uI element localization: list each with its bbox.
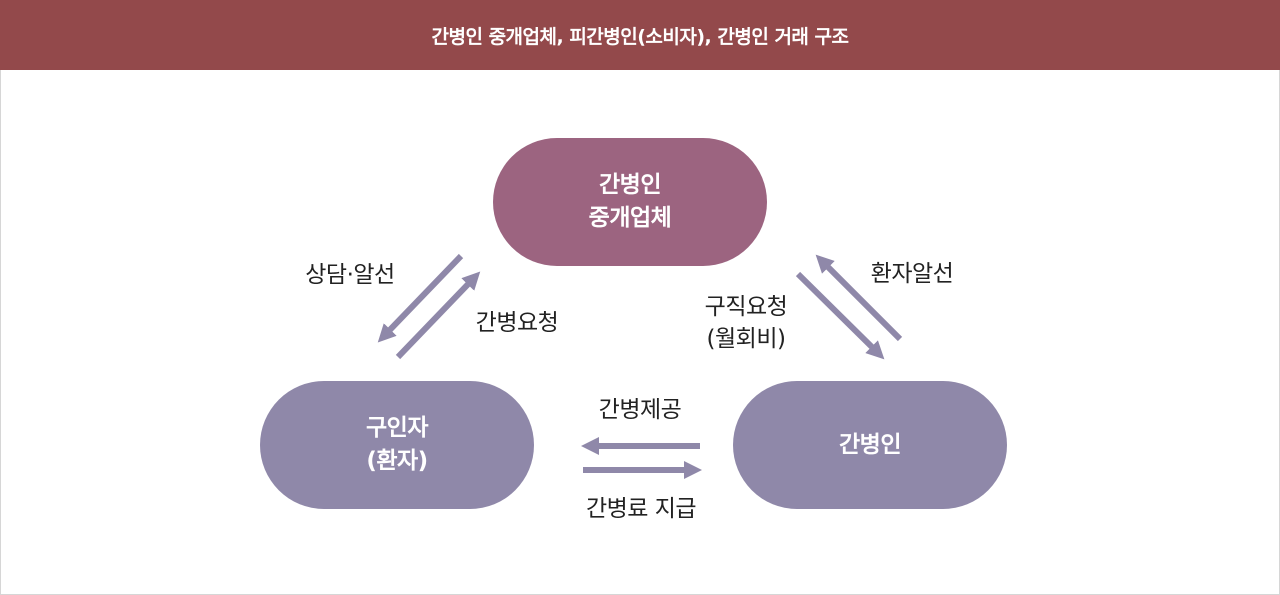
arrow-consult-match	[377, 253, 464, 343]
label-job-request-line1: 구직요청	[704, 294, 788, 320]
label-care-fee-payment: 간병료 지급	[585, 496, 697, 522]
node-agency-line2: 중개업체	[588, 205, 672, 231]
label-care-request: 간병요청	[475, 310, 559, 336]
label-consult-match: 상담·알선	[305, 262, 395, 288]
node-client: 구인자 (환자)	[260, 381, 534, 509]
arrow-job-request	[795, 271, 885, 360]
node-agency: 간병인 중개업체	[493, 138, 767, 266]
label-job-request-line2: (월회비)	[706, 326, 786, 352]
label-care-provide: 간병제공	[598, 397, 682, 423]
node-agency-line1: 간병인	[599, 172, 661, 198]
node-caregiver-line1: 간병인	[839, 431, 901, 458]
label-patient-match: 환자알선	[870, 261, 954, 287]
header-bar: 간병인 중개업체, 피간병인(소비자), 간병인 거래 구조	[0, 0, 1280, 70]
node-caregiver: 간병인	[733, 381, 1007, 509]
diagram-title: 간병인 중개업체, 피간병인(소비자), 간병인 거래 구조	[431, 25, 849, 48]
arrow-care-request	[395, 271, 481, 360]
node-client-line1: 구인자	[366, 415, 428, 441]
node-client-line2: (환자)	[366, 448, 428, 474]
label-job-request: 구직요청 (월회비)	[686, 291, 806, 355]
arrow-patient-match	[815, 254, 903, 342]
